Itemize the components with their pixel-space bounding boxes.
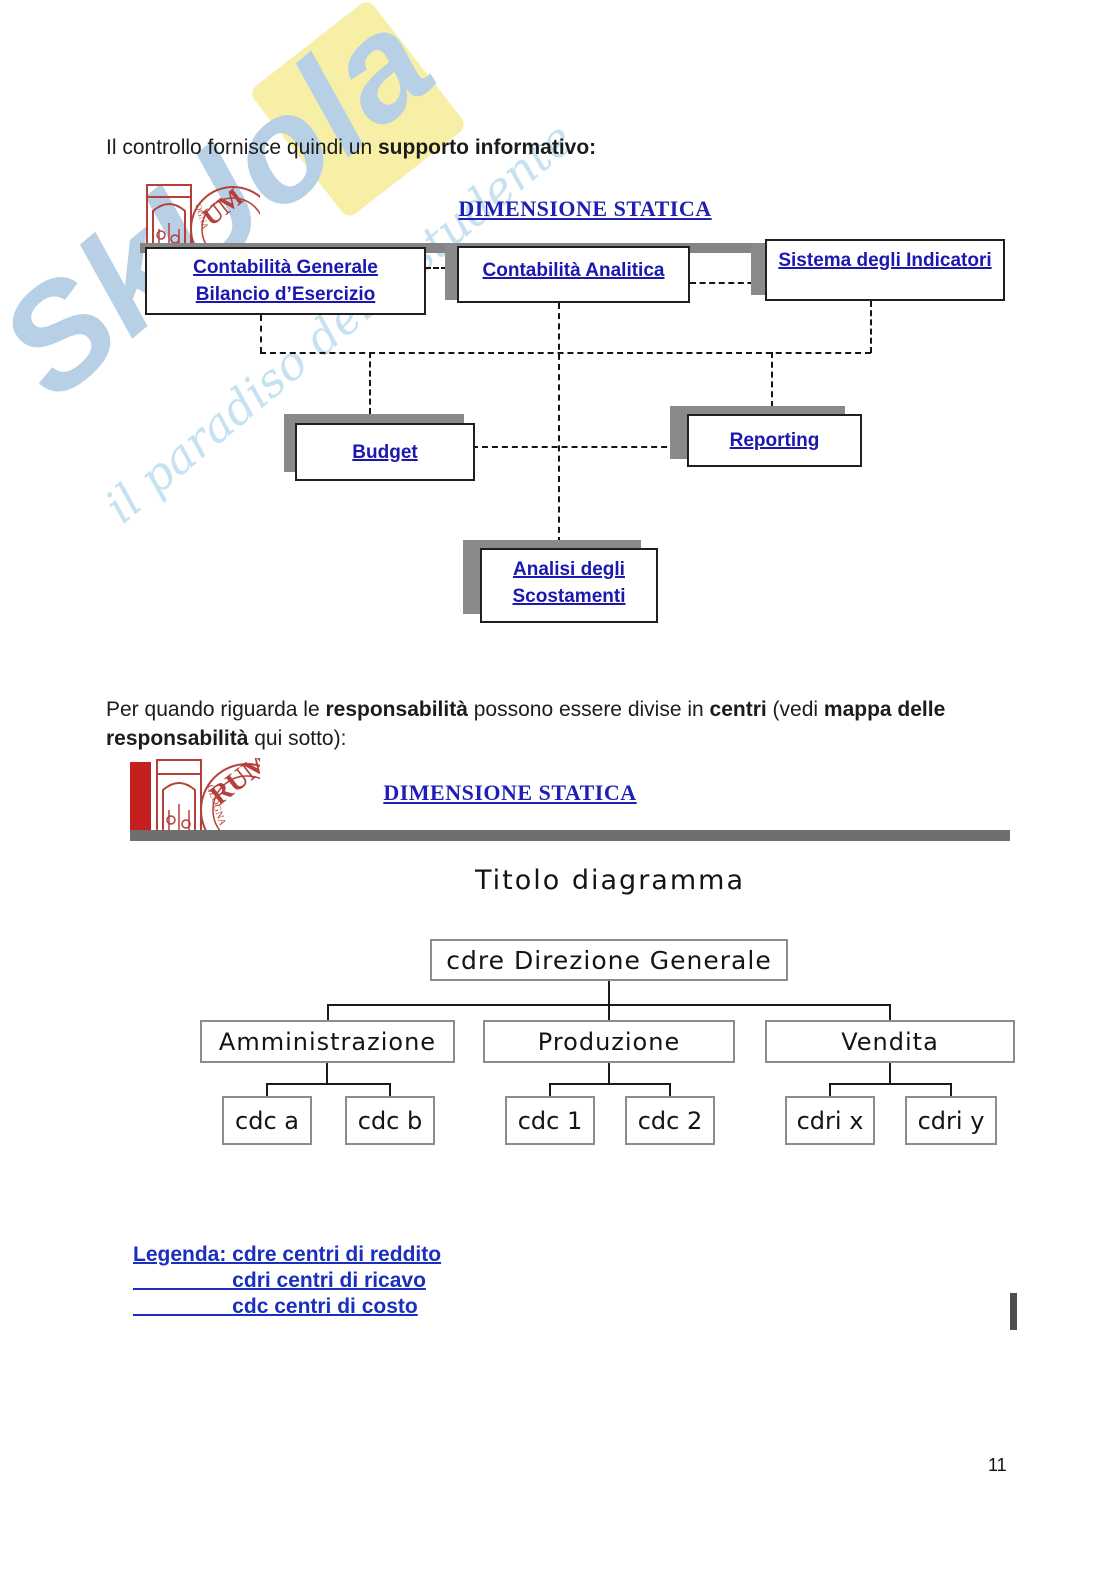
box-label: Sistema degli Indicatori <box>778 250 992 271</box>
org-box-amministrazione: Amministrazione <box>200 1020 455 1063</box>
box-sistema-indicatori: Sistema degli Indicatori <box>765 239 1005 301</box>
box-contabilita-analitica: Contabilità Analitica <box>457 246 690 303</box>
org-connector <box>266 1083 391 1085</box>
box-label: Analisi degli <box>513 559 625 580</box>
org-connector <box>266 1083 268 1096</box>
intro-paragraph: Il controllo fornisce quindi un supporto… <box>106 136 597 159</box>
legend-line: Legenda: cdre centri di reddito <box>133 1243 442 1266</box>
org-box-cdri-x: cdri x <box>785 1096 875 1145</box>
bologna-seal-icon: OLOGNA RUM <box>155 758 260 839</box>
org-box-root: cdre Direzione Generale <box>430 939 788 981</box>
box-label: Bilancio d’Esercizio <box>195 284 376 305</box>
legend-line: cdri centri di ricavo <box>133 1269 426 1292</box>
box-budget: Budget <box>295 423 475 481</box>
box-label: Reporting <box>729 430 820 451</box>
diagram1-title: DIMENSIONE STATICA <box>458 196 712 221</box>
responsabilita-paragraph: Per quando riguarda le responsabilità po… <box>106 698 946 750</box>
box-label: Budget <box>352 441 418 463</box>
org-box-cdri-y: cdri y <box>905 1096 997 1145</box>
org-connector <box>950 1083 952 1096</box>
org-box-cdc-2: cdc 2 <box>625 1096 715 1145</box>
org-connector <box>829 1083 831 1096</box>
connector-dash <box>690 282 763 284</box>
connector-dash <box>558 303 560 543</box>
org-box-vendita: Vendita <box>765 1020 1015 1063</box>
box-shadow <box>751 243 765 295</box>
header-gray-rule <box>130 830 1010 841</box>
org-chart-title: Titolo diagramma <box>475 865 745 896</box>
org-connector <box>389 1083 391 1096</box>
box-label: Contabilità Generale <box>193 257 378 278</box>
box-reporting: Reporting <box>687 414 862 467</box>
box-analisi-scostamenti: Analisi degli Scostamenti <box>480 548 658 623</box>
org-connector <box>326 1063 328 1083</box>
org-box-cdc-b: cdc b <box>345 1096 435 1145</box>
org-box-produzione: Produzione <box>483 1020 735 1063</box>
org-connector <box>327 1004 329 1020</box>
org-connector <box>889 1004 891 1020</box>
org-connector <box>549 1083 671 1085</box>
connector-dash <box>472 446 687 448</box>
org-connector <box>549 1083 551 1096</box>
diagram2-title: DIMENSIONE STATICA <box>383 780 637 805</box>
box-label: Scostamenti <box>512 586 626 607</box>
connector-dash <box>369 352 371 414</box>
diagram-mappa-responsabilita: OLOGNA RUM DIMENSIONE STATICA Titolo dia… <box>0 750 1116 1170</box>
org-box-cdc-1: cdc 1 <box>505 1096 595 1145</box>
box-label: Contabilità Analitica <box>482 260 665 281</box>
org-connector <box>669 1083 671 1096</box>
diagram-supporto-informativo: OGNA UM DIMENSIONE STATICA Contabilità G… <box>0 0 1116 660</box>
org-connector <box>608 1063 610 1083</box>
connector-dash <box>260 315 262 353</box>
box-shadow <box>445 243 457 300</box>
header-red-bar <box>130 762 151 839</box>
connector-dash <box>771 352 773 407</box>
org-connector <box>608 1004 610 1020</box>
page-number: 11 <box>988 1455 1007 1475</box>
text-cursor-mark <box>1010 1293 1017 1330</box>
connector-dash <box>425 267 455 269</box>
org-connector <box>889 1063 891 1083</box>
connector-dash <box>260 352 871 354</box>
legend-line: cdc centri di costo <box>133 1295 418 1318</box>
connector-dash <box>870 301 872 353</box>
box-contabilita-generale: Contabilità Generale Bilancio d’Esercizi… <box>145 247 426 315</box>
org-connector <box>608 981 610 1004</box>
legend: Legenda: cdre centri di reddito cdri cen… <box>133 1242 441 1320</box>
org-box-cdc-a: cdc a <box>222 1096 312 1145</box>
bologna-seal-icon: OGNA UM <box>145 183 260 244</box>
org-connector <box>829 1083 951 1085</box>
